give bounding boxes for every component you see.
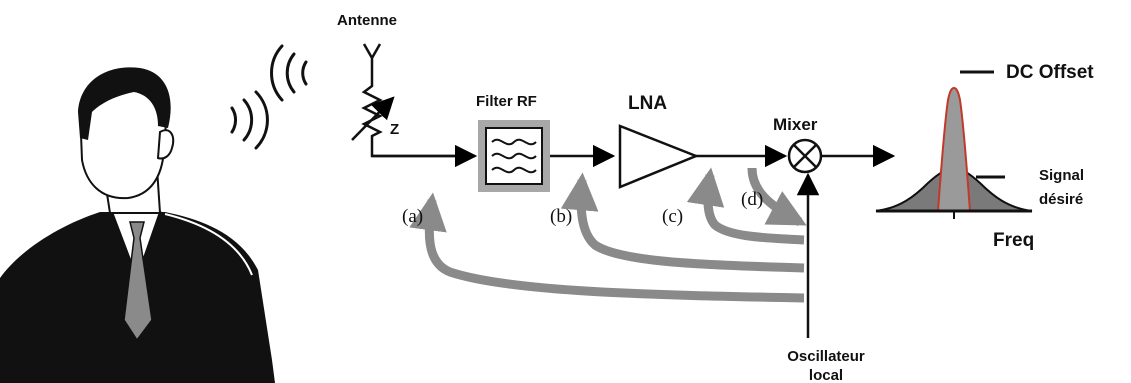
lo-leakage-paths — [409, 167, 807, 303]
variable-impedance-icon — [351, 72, 458, 158]
signal-label-line1: Signal — [1039, 167, 1084, 184]
leakage-path-d — [747, 167, 807, 226]
amplifier-icon — [618, 124, 700, 189]
dc-offset-label: DC Offset — [1006, 62, 1094, 83]
mixer-icon — [787, 138, 823, 174]
impedance-label: Z — [390, 121, 399, 138]
path-label-c: (c) — [662, 206, 683, 227]
leakage-path-a — [409, 192, 805, 303]
path-label-a: (a) — [402, 206, 423, 227]
freq-label: Freq — [993, 230, 1034, 251]
leakage-path-b — [560, 172, 805, 273]
antenna-icon — [362, 43, 382, 72]
spectrum-icon — [875, 70, 1033, 219]
lo-label-line2: local — [809, 367, 843, 383]
lo-label-line1: Oscillateur — [787, 348, 865, 365]
antenna-label: Antenne — [337, 12, 397, 29]
path-label-d: (d) — [741, 189, 763, 210]
leakage-path-c — [686, 167, 805, 245]
lna-label: LNA — [628, 93, 667, 114]
filter-label: Filter RF — [476, 93, 537, 110]
mixer-label: Mixer — [773, 115, 818, 134]
path-label-b: (b) — [550, 206, 572, 227]
filter-icon — [478, 120, 550, 192]
radio-wave-icon — [230, 44, 308, 150]
signal-label-line2: désiré — [1039, 191, 1083, 208]
person-icon — [0, 67, 275, 383]
